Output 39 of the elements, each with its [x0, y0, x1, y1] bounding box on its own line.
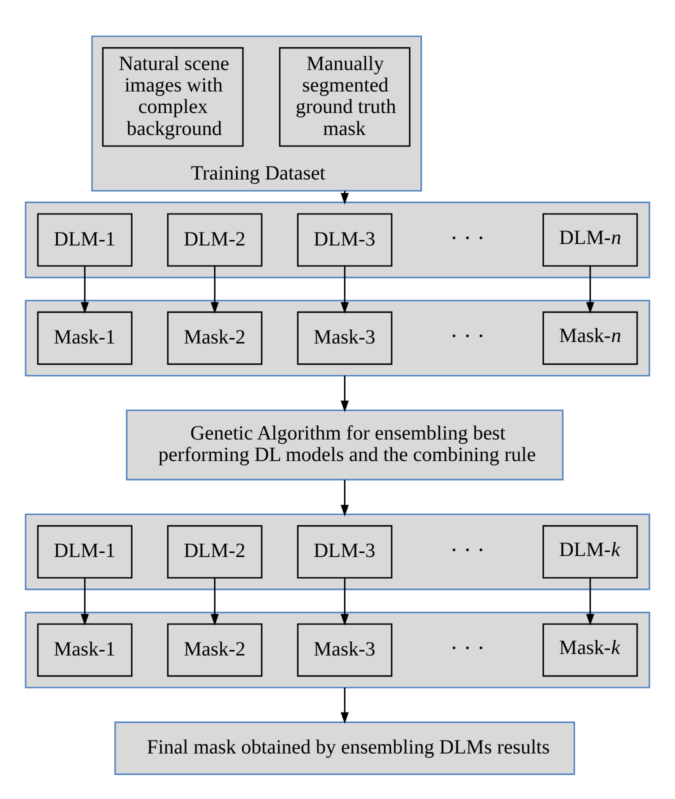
node-box: DLM-3	[297, 525, 392, 579]
cluster	[24, 612, 650, 688]
node-box: Mask-1	[37, 623, 132, 677]
arrow	[340, 376, 349, 412]
node-box: Mask-k	[542, 623, 638, 677]
cluster	[24, 514, 650, 590]
node-box: Mask-1	[37, 311, 132, 365]
node-box: Mask-3	[297, 623, 392, 677]
arrow	[340, 266, 349, 314]
arrow	[210, 578, 219, 626]
node-box: DLM-3	[297, 213, 392, 267]
arrow	[340, 480, 349, 516]
node-box: DLM-n	[542, 213, 638, 267]
node-box: DLM-1	[37, 213, 132, 267]
node-box: DLM-2	[167, 213, 262, 267]
node-box: Genetic Algorithm for ensembling best performing DL models and the combining rule	[126, 410, 564, 480]
node-box: Mask-2	[167, 623, 262, 677]
node-box: DLM-1	[37, 525, 132, 579]
node-box: Natural scene images with complex background	[102, 47, 244, 147]
arrow	[210, 266, 219, 314]
label: · · ·	[450, 634, 485, 661]
node-box: Manually segmented ground truth mask	[279, 47, 410, 147]
node-box: DLM-k	[542, 525, 638, 579]
arrow	[586, 266, 594, 314]
node-box: DLM-2	[167, 525, 262, 579]
label: · · ·	[450, 322, 485, 349]
node-box: Final mask obtained by ensembling DLMs results	[114, 722, 576, 775]
arrow	[80, 266, 89, 314]
label: · · ·	[450, 224, 485, 250]
label: · · ·	[450, 536, 485, 562]
cluster	[24, 300, 650, 376]
arrow	[340, 688, 349, 724]
node-box: Mask-2	[167, 311, 262, 365]
cluster	[24, 202, 650, 278]
arrow	[586, 578, 594, 626]
arrow	[80, 578, 89, 626]
arrow	[340, 578, 349, 626]
node-box: Mask-3	[297, 311, 392, 365]
node-box: Mask-n	[542, 311, 638, 365]
